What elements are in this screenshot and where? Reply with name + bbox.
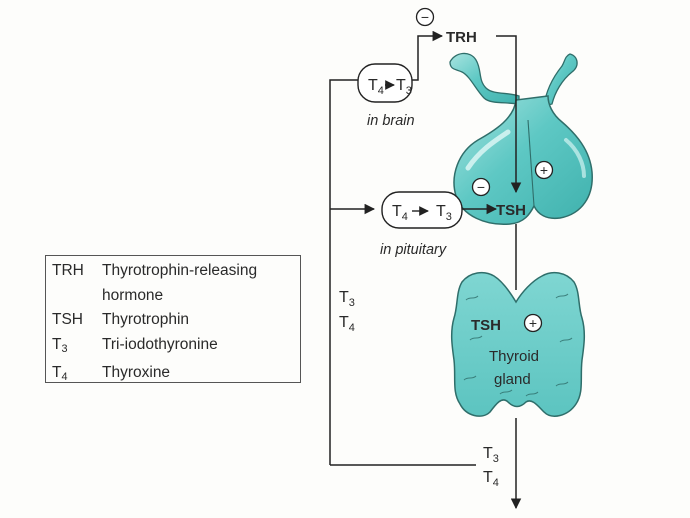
thyroid-gland-label-line2: gland <box>494 371 531 388</box>
legend-definition: hormone <box>102 286 164 304</box>
legend-definition: Tri-iodothyronine <box>102 335 218 353</box>
tsh-thyroid-label: TSH <box>471 317 501 334</box>
pituitary-gland <box>453 95 593 225</box>
left-t4-label: T4 <box>339 314 355 334</box>
svg-text:T3: T3 <box>396 77 412 97</box>
legend-definition: Thyrotrophin <box>102 311 190 328</box>
thyroid-gland <box>450 271 586 417</box>
legend-abbr: TSH <box>52 311 83 328</box>
in-brain-label: in brain <box>367 113 415 129</box>
legend-row: TRH Thyrotrophin-releasing <box>52 259 300 284</box>
legend-definition: Thyroxine <box>102 364 171 381</box>
legend-abbr: T4 <box>52 364 68 383</box>
svg-text:T4: T4 <box>368 77 384 97</box>
svg-text:+: + <box>529 315 537 331</box>
bottom-t4-label: T4 <box>483 469 499 489</box>
in-pituitary-label: in pituitary <box>380 242 447 258</box>
legend-row: T3 Tri-iodothyronine <box>52 333 300 362</box>
legend-definition: Thyrotrophin-releasing <box>102 262 258 279</box>
feedback-lines <box>329 30 522 510</box>
svg-text:+: + <box>540 162 548 178</box>
plus-sign-pituitary: + <box>534 160 554 180</box>
brain-conversion-box: T4 T3 <box>357 63 413 103</box>
legend-abbr: T3 <box>52 335 68 355</box>
legend-abbr: TRH <box>52 262 84 279</box>
hypothalamus-stalk <box>449 52 578 107</box>
minus-sign-trh: − <box>415 7 435 27</box>
pituitary-conversion-box: T4 T3 <box>381 191 463 229</box>
thyroid-gland-label-line1: Thyroid <box>489 348 539 365</box>
legend-row: T4 Thyroxine <box>52 361 300 390</box>
plus-sign-thyroid: + <box>523 313 543 333</box>
left-t3-label: T3 <box>339 289 355 309</box>
tsh-pituitary-label: TSH <box>496 202 526 219</box>
svg-text:T3: T3 <box>436 203 452 223</box>
minus-sign-tsh: − <box>471 177 491 197</box>
bottom-t3-label: T3 <box>483 445 499 465</box>
legend-row: TSH Thyrotrophin <box>52 308 300 333</box>
trh-label: TRH <box>446 29 477 46</box>
svg-text:−: − <box>477 179 485 195</box>
svg-text:−: − <box>421 9 429 25</box>
svg-text:T4: T4 <box>392 203 408 223</box>
abbreviation-legend: TRH Thyrotrophin-releasing hormone TSH T… <box>45 255 301 383</box>
legend-row: hormone <box>52 284 300 309</box>
